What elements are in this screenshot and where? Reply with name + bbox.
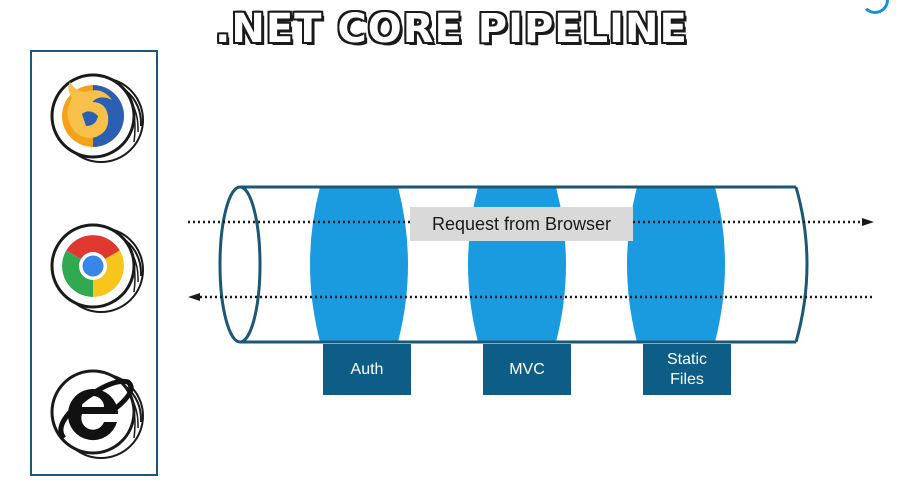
response-arrow — [188, 293, 874, 301]
pipe-tube — [218, 185, 809, 344]
middleware-label-text: Static Files — [666, 350, 707, 388]
middleware-label-text: MVC — [509, 360, 545, 378]
middleware-label-static-files: Static Files — [643, 344, 731, 395]
request-label: Request from Browser — [410, 207, 633, 241]
chrome-icon — [50, 223, 144, 313]
firefox-icon — [50, 73, 144, 163]
internet-explorer-icon — [50, 369, 144, 459]
middleware-label-mvc: MVC — [483, 344, 571, 395]
band-auth — [310, 187, 408, 342]
page-title: .NET CORE PIPELINE — [215, 6, 688, 52]
browser-panel — [30, 50, 158, 476]
middleware-label-text: Auth — [350, 360, 384, 378]
band-static — [627, 187, 725, 342]
middleware-label-auth: Auth — [323, 344, 411, 395]
